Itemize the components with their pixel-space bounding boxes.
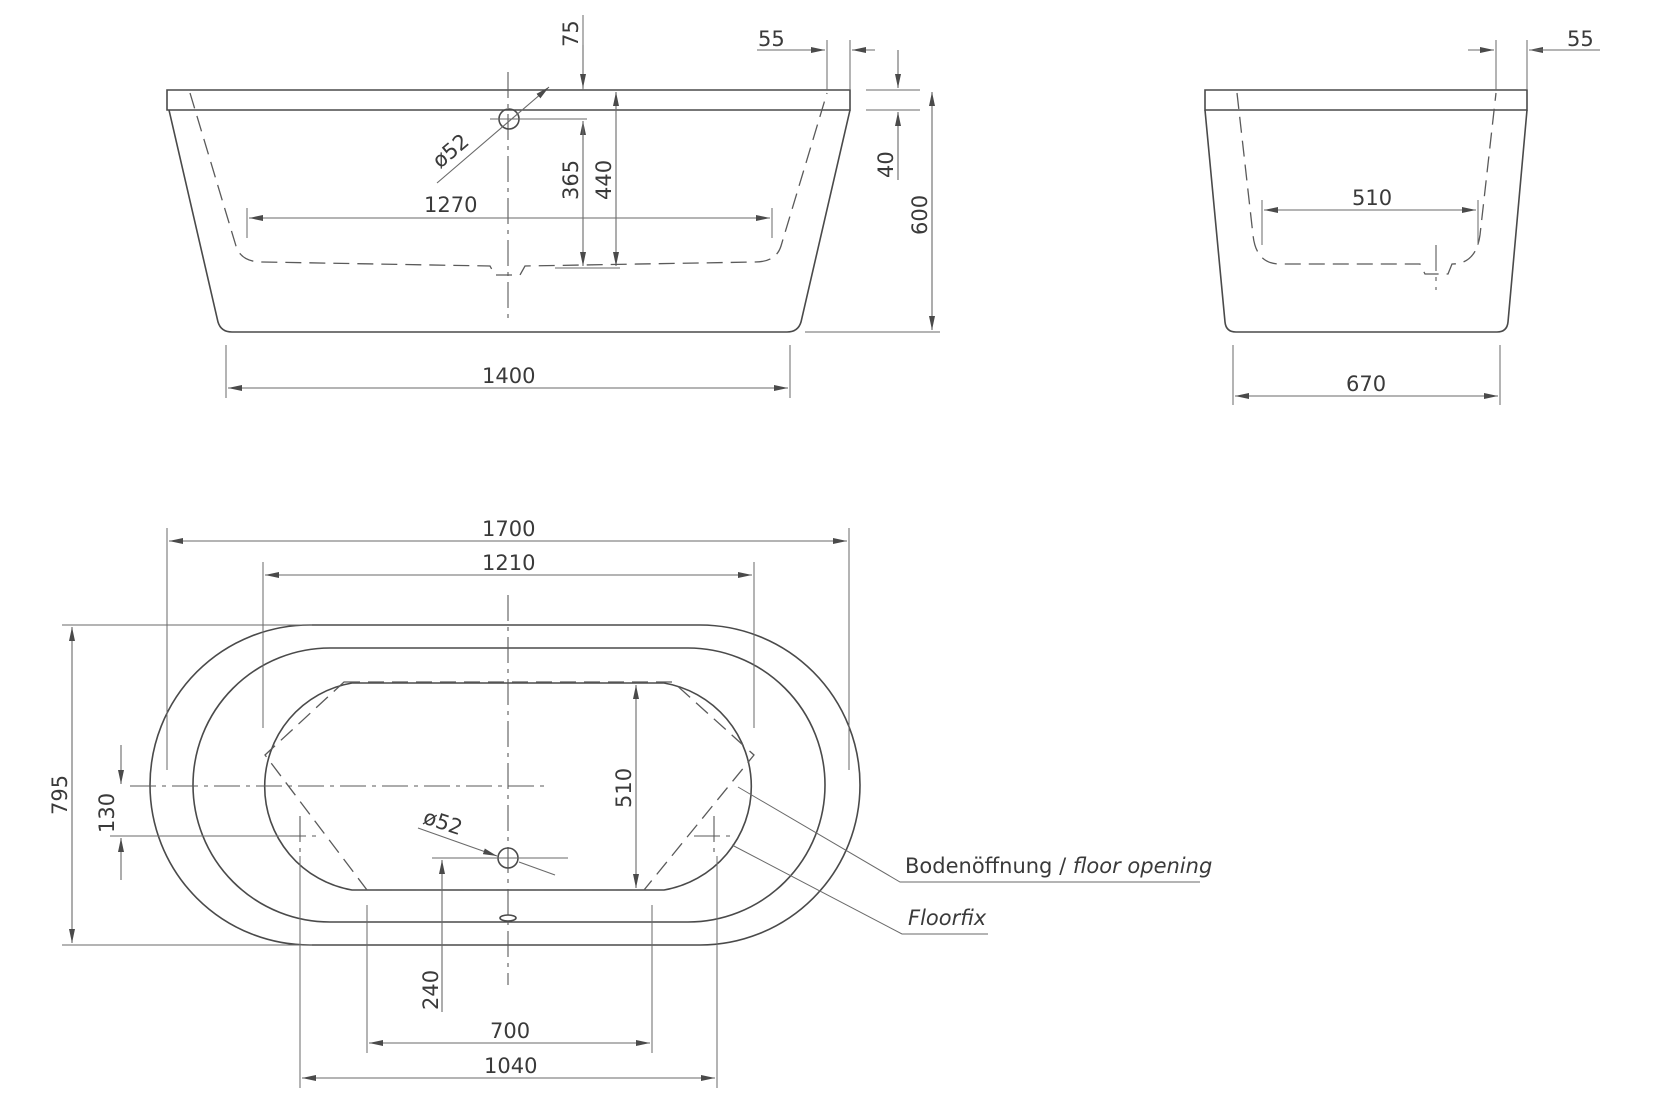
side-elevation-view: 510 55 670 bbox=[1204, 27, 1600, 405]
floorfix-label: Floorfix bbox=[908, 906, 987, 930]
dim-365-label: 365 bbox=[559, 160, 583, 200]
floor-opening-leader bbox=[737, 786, 1200, 883]
plan-view: ø52 1700 1210 795 130 510 bbox=[48, 517, 1212, 1088]
plan-floor-hidden-line bbox=[264, 681, 755, 891]
dim-510-plan-label: 510 bbox=[612, 768, 636, 808]
front-d52-leader bbox=[436, 86, 550, 184]
floorfix-right-marker bbox=[694, 816, 734, 856]
plan-d52-label: ø52 bbox=[420, 805, 465, 840]
dim-440-label: 440 bbox=[592, 160, 616, 200]
dim-75-label: 75 bbox=[559, 20, 583, 47]
dim-55-front-label: 55 bbox=[758, 27, 785, 51]
front-body-outline bbox=[168, 109, 851, 333]
dim-1270-label: 1270 bbox=[424, 193, 477, 217]
dim-55-side-label: 55 bbox=[1567, 27, 1594, 51]
dim-130-label: 130 bbox=[95, 793, 119, 833]
front-d52-label: ø52 bbox=[428, 129, 474, 173]
floor-opening-label: Bodenöffnung / floor opening bbox=[905, 854, 1212, 878]
dim-40-label: 40 bbox=[874, 151, 898, 178]
side-body-outline bbox=[1204, 109, 1528, 333]
front-elevation-view: ø52 75 365 440 1270 55 40 600 bbox=[166, 15, 940, 398]
plan-overflow-ellipse bbox=[499, 914, 517, 922]
floorfix-leader bbox=[731, 844, 988, 935]
side-basin-hidden-line bbox=[1236, 92, 1497, 275]
plan-outer-outline bbox=[149, 624, 861, 946]
dim-1040-label: 1040 bbox=[484, 1054, 537, 1078]
plan-basin-outline bbox=[263, 682, 753, 891]
floor-opening-label-de: Bodenöffnung / bbox=[905, 854, 1073, 878]
dim-1210-label: 1210 bbox=[482, 551, 535, 575]
dim-240-label: 240 bbox=[419, 970, 443, 1010]
dim-670-label: 670 bbox=[1346, 372, 1386, 396]
dim-1400-label: 1400 bbox=[482, 364, 535, 388]
floor-opening-label-en: floor opening bbox=[1073, 854, 1212, 878]
dim-1700-label: 1700 bbox=[482, 517, 535, 541]
dim-600-label: 600 bbox=[908, 195, 932, 235]
dim-510-side-label: 510 bbox=[1352, 186, 1392, 210]
dim-795-label: 795 bbox=[48, 775, 72, 815]
plan-d52-leader bbox=[417, 827, 498, 857]
side-rim-outline bbox=[1204, 89, 1528, 111]
dim-700-label: 700 bbox=[490, 1019, 530, 1043]
plan-rim-inner-outline bbox=[192, 647, 826, 923]
